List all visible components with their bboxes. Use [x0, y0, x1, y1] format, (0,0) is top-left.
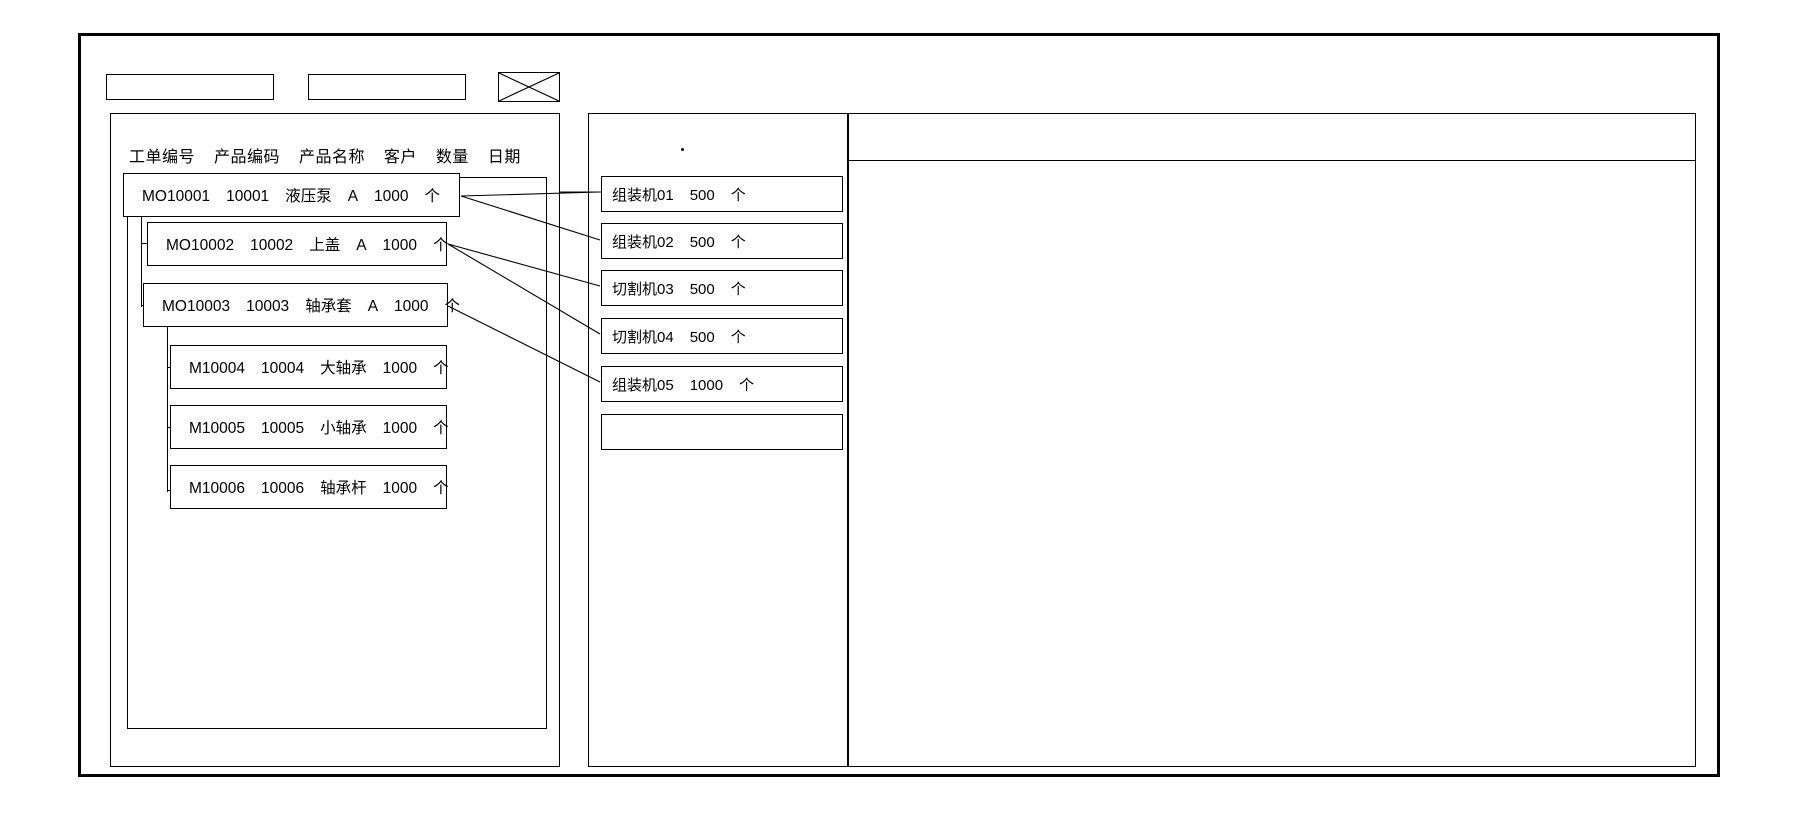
cell-unit: 个: [730, 186, 746, 204]
table-row[interactable]: MO10001 10001 液压泵 A 1000 个: [123, 173, 460, 217]
table-row[interactable]: MO10002 10002 上盖 A 1000 个: [147, 222, 449, 266]
cell-qty: 500: [689, 280, 715, 298]
list-item[interactable]: 组装机02 500 个: [601, 223, 843, 259]
cell-unit: 个: [433, 420, 449, 437]
cell-qty: 1000: [382, 420, 418, 437]
table-row[interactable]: MO10003 10003 轴承套 A 1000 个: [143, 283, 460, 327]
table-row[interactable]: M10004 10004 大轴承 1000 个: [170, 345, 449, 389]
cell-product-name: 液压泵: [285, 188, 332, 205]
column-header-product-name: 产品名称: [298, 149, 365, 166]
tree-line-vertical-2: [167, 327, 169, 492]
cell-order-no: M10006: [189, 480, 246, 497]
column-header-customer: 客户: [383, 149, 417, 166]
cell-unit: 个: [730, 328, 746, 346]
cell-qty: 1000: [382, 480, 418, 497]
cell-product-name: 轴承杆: [320, 480, 367, 497]
cell-product-name: 大轴承: [320, 360, 367, 377]
cell-unit: 个: [433, 237, 449, 254]
cell-qty: 1000: [382, 237, 418, 254]
cell-product-name: 上盖: [309, 237, 341, 254]
cell-qty: 500: [689, 328, 715, 346]
column-header-product-code: 产品编码: [213, 149, 280, 166]
cell-order-no: MO10001: [142, 188, 211, 205]
cell-customer: A: [356, 237, 367, 254]
cell-unit: 个: [730, 280, 746, 298]
cell-machine: 组装机05: [612, 376, 674, 394]
cell-product-code: 10003: [246, 298, 290, 315]
cell-order-no: M10005: [189, 420, 246, 437]
list-item-empty[interactable]: [601, 414, 843, 450]
list-item[interactable]: 组装机01 500 个: [601, 176, 843, 212]
cell-qty: 1000: [382, 360, 418, 377]
cell-qty: 1000: [394, 298, 429, 315]
cell-product-code: 10002: [250, 237, 294, 254]
tree-line-vertical-1: [141, 217, 143, 307]
cell-customer: A: [367, 298, 379, 315]
cell-product-code: 10001: [226, 188, 270, 205]
table-row[interactable]: M10005 10005 小轴承 1000 个: [170, 405, 449, 449]
cell-customer: A: [347, 188, 359, 205]
cell-qty: 1000: [374, 188, 409, 205]
cell-order-no: M10004: [189, 360, 246, 377]
cell-unit: 个: [739, 376, 755, 394]
cell-product-code: 10005: [261, 420, 305, 437]
cell-product-code: 10006: [261, 480, 305, 497]
cell-machine: 切割机03: [612, 280, 674, 298]
cell-qty: 1000: [689, 376, 724, 394]
cell-unit: 个: [424, 188, 441, 205]
cell-order-no: MO10002: [166, 237, 235, 254]
toolbar-input-2[interactable]: [308, 74, 466, 100]
list-item[interactable]: 组装机05 1000 个: [601, 366, 843, 402]
cell-product-name: 轴承套: [305, 298, 352, 315]
table-row[interactable]: M10006 10006 轴承杆 1000 个: [170, 465, 449, 509]
work-order-column-headers: 工单编号 产品编码 产品名称 客户 数量 日期: [129, 143, 521, 167]
cell-qty: 500: [689, 186, 715, 204]
tree-line-branch-1: [141, 243, 149, 245]
cell-machine: 组装机02: [612, 233, 674, 251]
cross-icon: [499, 73, 559, 101]
cell-machine: 组装机01: [612, 186, 674, 204]
detail-panel: [848, 113, 1696, 767]
cell-unit: 个: [730, 233, 746, 251]
cell-machine: 切割机04: [612, 328, 674, 346]
cell-unit: 个: [433, 480, 449, 497]
cell-unit: 个: [444, 298, 461, 315]
cell-order-no: MO10003: [162, 298, 231, 315]
cell-qty: 500: [689, 233, 715, 251]
list-item[interactable]: 切割机04 500 个: [601, 318, 843, 354]
column-header-date: 日期: [487, 149, 521, 166]
column-header-order-no: 工单编号: [129, 149, 196, 166]
toolbar-input-1[interactable]: [106, 74, 274, 100]
image-placeholder-icon[interactable]: [498, 72, 560, 102]
cell-product-code: 10004: [261, 360, 305, 377]
list-item[interactable]: 切割机03 500 个: [601, 270, 843, 306]
decorative-dot: [681, 148, 684, 151]
cell-unit: 个: [433, 360, 449, 377]
cell-product-name: 小轴承: [320, 420, 367, 437]
detail-panel-divider: [849, 160, 1695, 161]
column-header-qty: 数量: [435, 149, 469, 166]
